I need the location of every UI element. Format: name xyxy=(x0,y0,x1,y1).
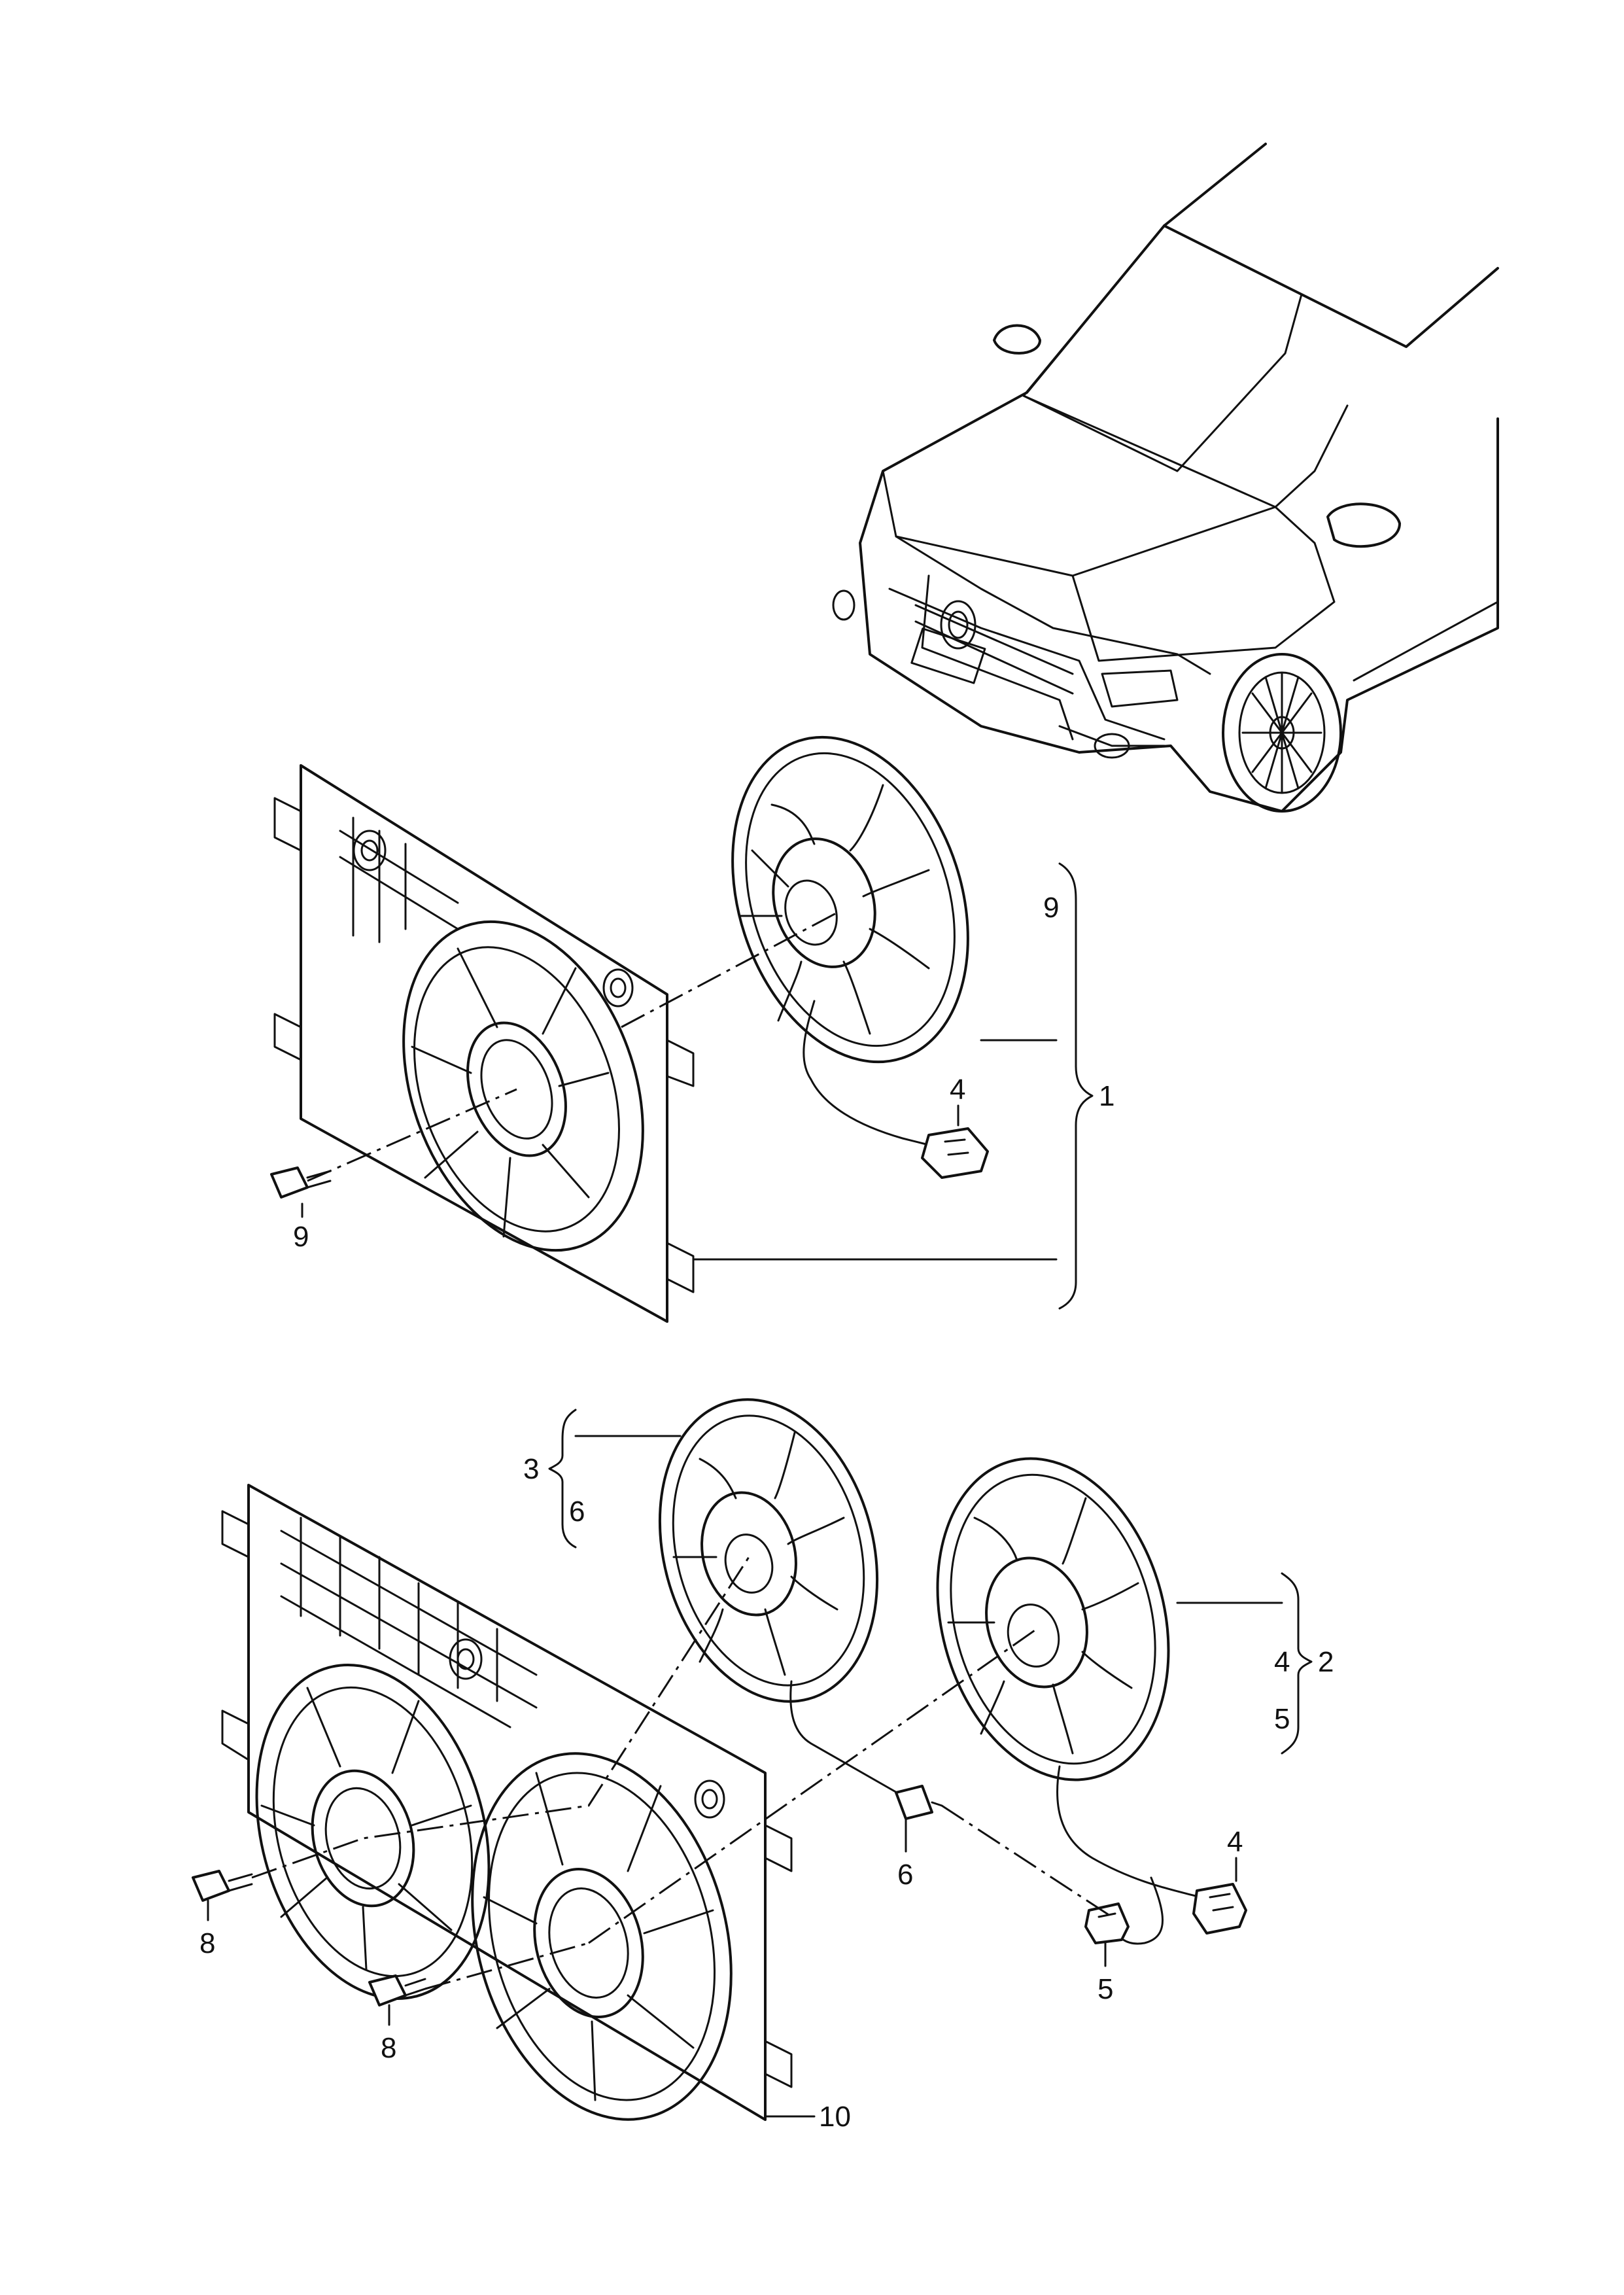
lower-connector-6 xyxy=(895,1785,943,1820)
lower-leaders xyxy=(207,1409,1313,2118)
callout-right-bracket-top: 4 xyxy=(1274,1646,1290,1678)
vehicle-illustration xyxy=(832,143,1499,813)
callout-lower-bracket-top: 3 xyxy=(523,1453,539,1485)
lower-connector-4 xyxy=(1192,1883,1247,1935)
callout-right-assembly: 2 xyxy=(1318,1646,1334,1678)
callout-upper-assembly: 1 xyxy=(1099,1080,1114,1112)
callout-upper-connector: 4 xyxy=(950,1074,965,1106)
lower-left-fan-motor xyxy=(658,1398,904,1797)
callout-connector-5: 5 xyxy=(1097,1973,1113,2005)
callout-screw-8a: 8 xyxy=(199,1927,215,1959)
callout-screw-8b: 8 xyxy=(381,2032,396,2064)
upper-screw xyxy=(270,1166,332,1199)
callout-right-bracket-bottom: 5 xyxy=(1274,1703,1290,1735)
lower-right-fan-motor xyxy=(936,1457,1201,1945)
callout-lower-bracket-bottom: 6 xyxy=(569,1496,585,1528)
upper-fan-motor xyxy=(731,735,969,1146)
callout-upper-bracket-top: 9 xyxy=(1043,892,1059,924)
callout-shroud: 10 xyxy=(819,2101,851,2133)
lower-assembly-axis-lines xyxy=(251,1556,1113,1990)
lower-screw-a xyxy=(192,1870,253,1902)
upper-assembly-axis-line xyxy=(307,911,838,1182)
callout-connector-4: 4 xyxy=(1227,1826,1243,1858)
lower-screw-b xyxy=(368,1974,426,2006)
callout-connector-6: 6 xyxy=(897,1859,913,1891)
upper-connector xyxy=(921,1127,989,1179)
lower-fan-shroud xyxy=(221,1484,793,2121)
lower-connector-5 xyxy=(1084,1902,1130,1944)
upper-leaders xyxy=(301,862,1094,1310)
callout-upper-screw: 9 xyxy=(293,1221,309,1253)
upper-fan-shroud xyxy=(273,764,695,1323)
